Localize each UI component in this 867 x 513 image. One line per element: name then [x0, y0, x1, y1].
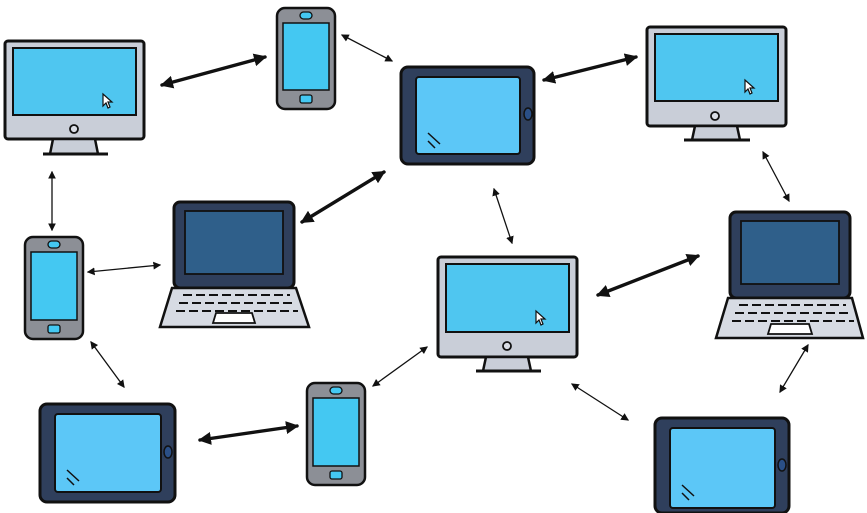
link-monitor-center-to-tablet-bottom-right [571, 383, 629, 421]
link-tablet-top-center-to-monitor-center [492, 187, 514, 245]
connection-links [48, 34, 809, 445]
phone-bottom-icon [305, 381, 367, 487]
link-phone-left-to-tablet-bottom-left [90, 341, 125, 388]
phone-left-icon [23, 235, 85, 341]
link-monitor-top-left-to-phone-top [160, 53, 267, 89]
tablet-bottom-left-icon [38, 402, 177, 504]
link-phone-left-to-laptop-left [86, 261, 162, 276]
link-monitor-center-to-laptop-right [596, 253, 700, 298]
monitor-top-right-icon [645, 25, 788, 142]
link-laptop-left-to-tablet-top-center [300, 170, 386, 224]
link-monitor-top-right-to-laptop-right [762, 150, 790, 203]
link-phone-top-to-tablet-top-center [340, 34, 394, 62]
laptop-left-icon [158, 200, 311, 329]
link-tablet-bottom-left-to-phone-bottom [198, 421, 299, 445]
tablet-bottom-right-icon [653, 416, 791, 513]
monitor-center-icon [436, 255, 579, 373]
phone-top-icon [275, 6, 337, 111]
tablet-top-center-icon [399, 65, 536, 166]
laptop-right-icon [714, 210, 865, 340]
link-laptop-right-to-tablet-bottom-right [779, 343, 809, 394]
link-tablet-top-center-to-monitor-top-right [542, 53, 638, 84]
link-phone-bottom-to-monitor-center [372, 346, 428, 387]
monitor-top-left-icon [3, 39, 146, 156]
